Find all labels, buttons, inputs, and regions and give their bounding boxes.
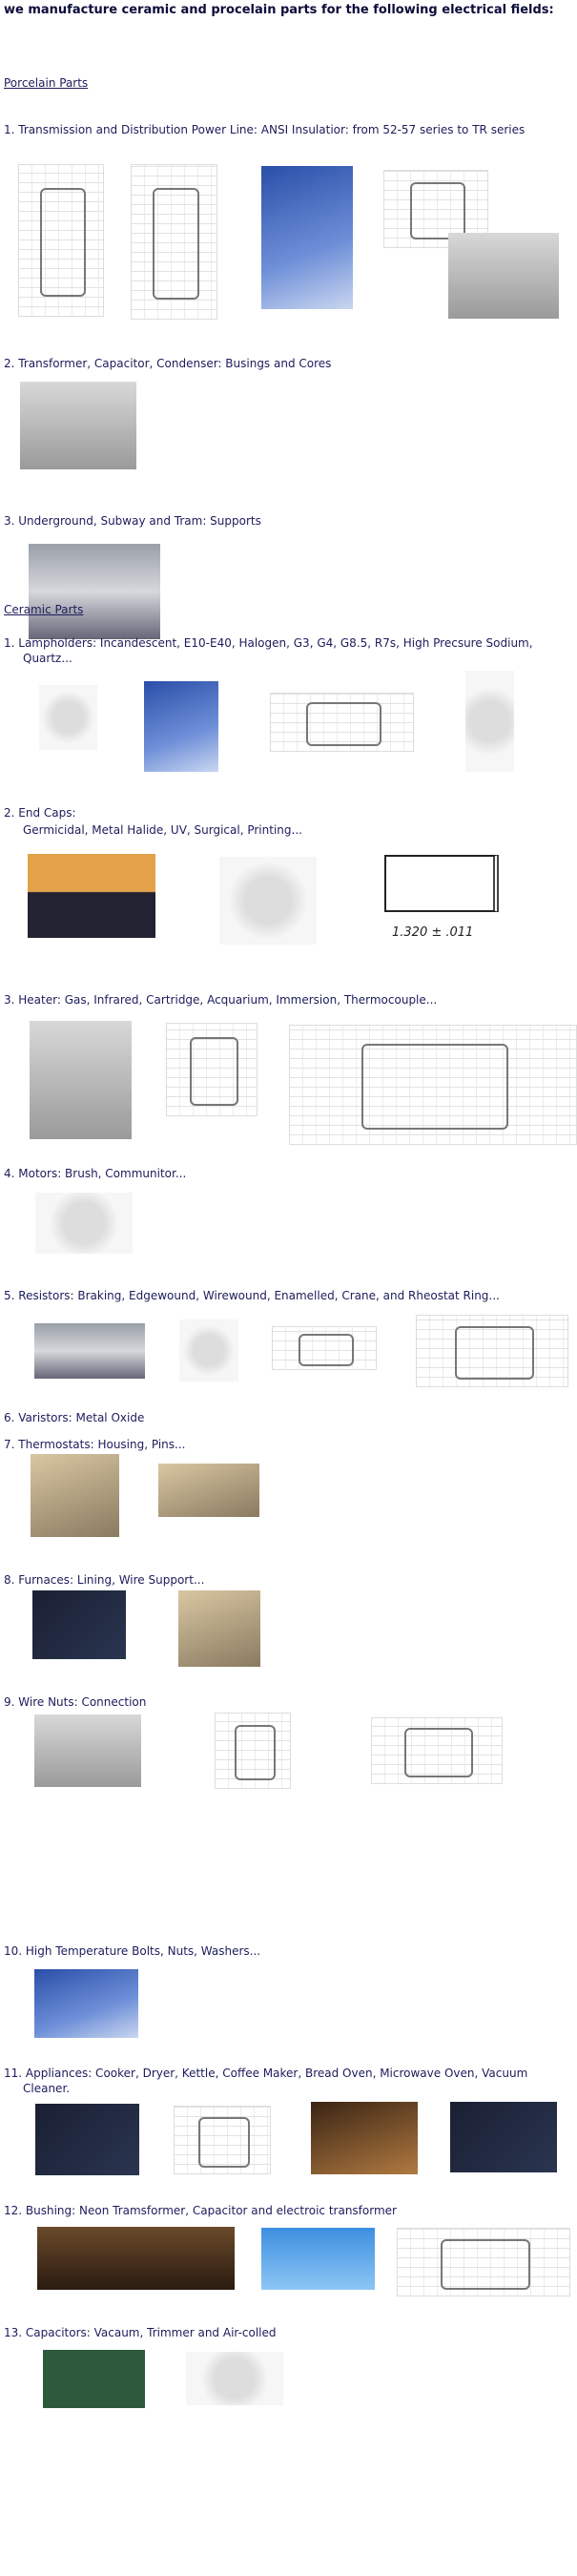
ceramic-item-11: 11. Appliances: Cooker, Dryer, Kettle, C… [4,2067,528,2095]
pin-base-drawing-image [270,693,414,752]
porcelain-item-2: 2. Transformer, Capacitor, Condenser: Bu… [4,357,332,370]
dishwasher-photo [311,2102,418,2174]
bushing-drawing-image [397,2228,570,2296]
neon-signs-photo [37,2227,235,2290]
toaster-oven-photo [450,2102,557,2172]
ceramic-item-5: 5. Resistors: Braking, Edgewound, Wirewo… [4,1289,500,1302]
dimension-label: 1.320 ± .011 [392,925,474,940]
ceramic-item-4: 4. Motors: Brush, Communitor... [4,1167,187,1180]
porcelain-insulators-photo [448,233,559,319]
train-photo [34,1323,145,1379]
wirewound-resistor-drawing-image [272,1326,377,1370]
resistor-housing-drawing-image [179,1319,238,1381]
ceramic-item-2-detail: Germicidal, Metal Halide, UV, Surgical, … [23,823,302,837]
page-title: we manufacture ceramic and procelain par… [4,3,554,17]
insulator-assembly-drawing-image [131,164,217,320]
rheostat-ring-drawing-image [416,1315,568,1387]
kettle-photo [35,2104,139,2175]
heater-plate-drawing-image [166,1023,258,1116]
lampholder-drawing-image [39,685,97,750]
metal-halide-lamp-photo [219,857,317,945]
sodium-lamps-photo [465,671,514,772]
power-line-tower-photo [261,166,353,309]
vacuum-capacitors-photo [43,2350,145,2408]
ceramic-item-12: 12. Bushing: Neon Tramsformer, Capacitor… [4,2204,397,2217]
ceramic-item-8: 8. Furnaces: Lining, Wire Support... [4,1573,205,1587]
ceramic-parts-heading: Ceramic Parts [4,603,84,616]
infrared-heater-photo [30,1021,132,1139]
wire-nut-top-drawing-image [371,1717,503,1784]
trimmer-capacitors-photo [186,2352,283,2405]
wire-nuts-photo [34,1714,141,1787]
furnace-photo [32,1590,126,1659]
porcelain-item-1: 1. Transmission and Distribution Power L… [4,123,525,136]
thermostat-housing-photo [158,1464,259,1517]
ceramic-bolts-photo [34,1969,138,2038]
ceramic-item-6: 6. Varistors: Metal Oxide [4,1411,145,1424]
capacitor-photo [261,2228,375,2290]
ceramic-item-10: 10. High Temperature Bolts, Nuts, Washer… [4,1944,261,1958]
subway-train-photo [29,544,160,639]
ceramic-lampholder-photo [144,681,218,772]
transformers-photo [20,382,136,469]
ceramic-item-1: 1. Lampholders: Incandescent, E10-E40, H… [4,636,533,665]
furnace-lining-photo [178,1590,260,1667]
insulator-drawing-image [18,164,104,317]
ceramic-item-2: 2. End Caps: [4,806,76,820]
end-caps-photo [28,854,155,938]
ceramic-item-9: 9. Wire Nuts: Connection [4,1695,147,1709]
porcelain-item-3: 3. Underground, Subway and Tram: Support… [4,514,261,528]
end-cap-drawing-image: 1.320 ± .011 [377,853,505,950]
suspension-insulator-drawing-image [383,170,488,248]
ceramic-item-7: 7. Thermostats: Housing, Pins... [4,1438,186,1451]
heater-core-drawing-image [289,1025,577,1145]
ceramic-item-13: 13. Capacitors: Vacaum, Trimmer and Air-… [4,2326,277,2339]
appliance-part-drawing-image [174,2106,271,2174]
motor-photo [35,1193,133,1254]
wire-nut-section-drawing-image [215,1713,291,1789]
ceramic-item-3: 3. Heater: Gas, Infrared, Cartridge, Acq… [4,993,438,1007]
porcelain-parts-heading: Porcelain Parts [4,76,89,90]
thermostat-pins-photo [31,1454,119,1537]
